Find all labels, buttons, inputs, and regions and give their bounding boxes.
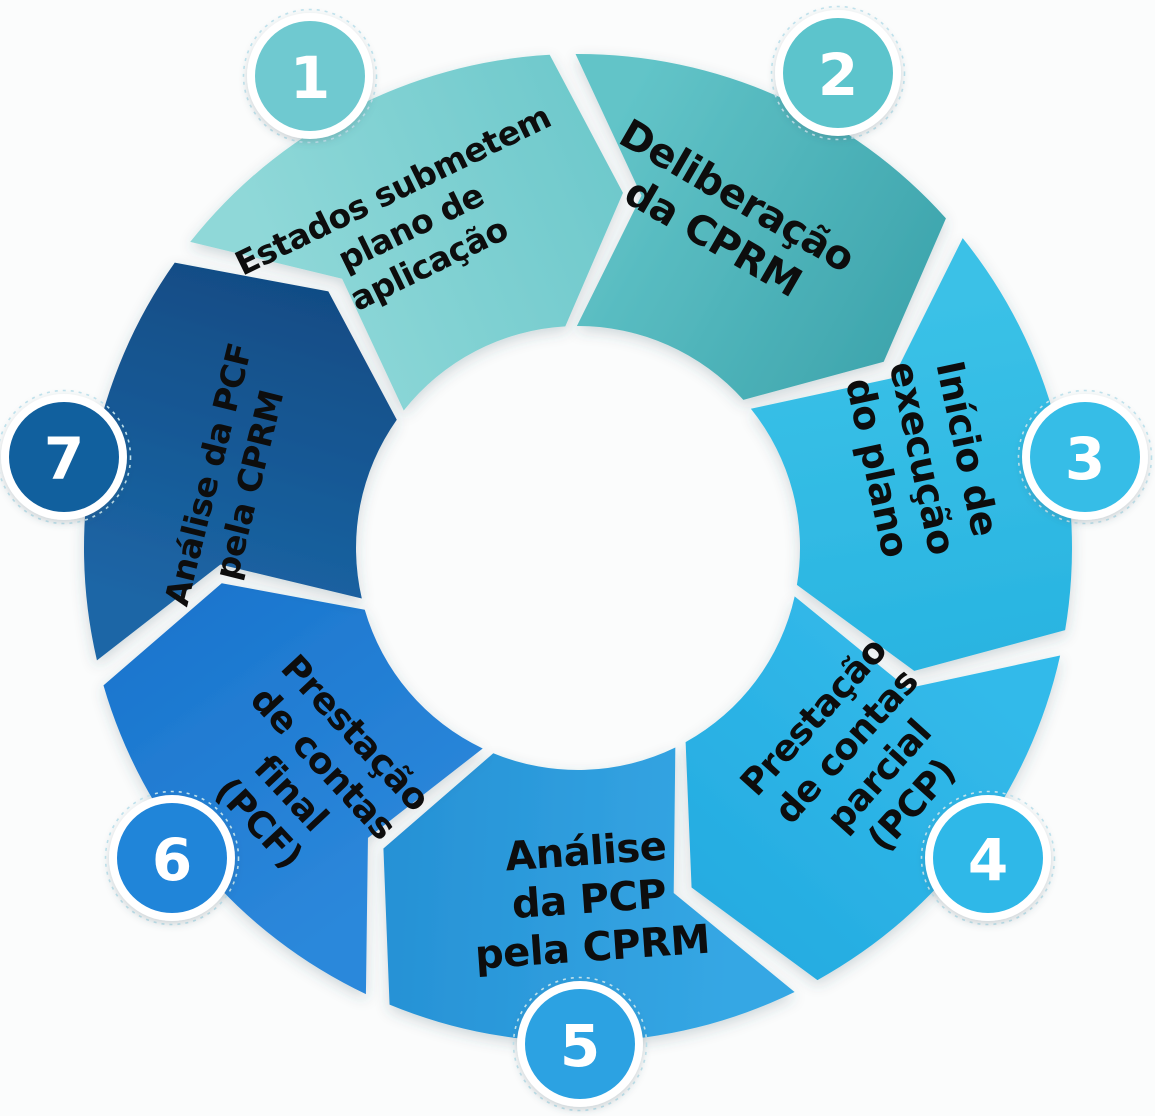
segment-arrow-5: [383, 747, 795, 1043]
step-badge-5: 5: [512, 976, 648, 1112]
badge-disc: [117, 803, 227, 913]
badge-disc: [9, 402, 119, 512]
badges-layer: 1 2 3 4 5 6 7: [0, 5, 1153, 1112]
badge-disc: [783, 18, 893, 128]
badge-dashed-ring: [920, 790, 1056, 926]
segment-arrow-4: [685, 596, 1061, 981]
badge-disc: [255, 21, 365, 131]
badge-disc: [933, 803, 1043, 913]
badge-dashed-ring: [1017, 389, 1153, 525]
segment-arrow-1: [190, 54, 623, 411]
badge-dashed-ring: [770, 5, 906, 141]
step-badge-3: 3: [1017, 389, 1153, 525]
badge-number: 2: [818, 41, 858, 109]
step-badge-6: 6: [104, 790, 240, 926]
segment-arrow-2: [575, 54, 946, 400]
badge-number: 6: [152, 826, 192, 894]
badge-number: 7: [44, 425, 84, 493]
step-badge-2: 2: [770, 5, 906, 141]
badge-dashed-ring: [104, 790, 240, 926]
segment-arrow-6: [103, 583, 483, 995]
badge-disc: [1030, 402, 1140, 512]
badge-number: 4: [968, 826, 1008, 894]
step-badge-1: 1: [242, 8, 378, 144]
segment-arrow-3: [750, 238, 1073, 671]
badge-dashed-ring: [512, 976, 648, 1112]
step-badge-7: 7: [0, 389, 132, 525]
segments-layer: [83, 54, 1073, 1043]
step-badge-4: 4: [920, 790, 1056, 926]
step-label-line: da PCP: [510, 871, 667, 928]
badge-disc: [525, 989, 635, 1099]
badge-dashed-ring: [242, 8, 378, 144]
badge-dashed-ring: [0, 389, 132, 525]
badge-number: 5: [560, 1012, 600, 1080]
step-label-line: Análise: [504, 823, 668, 880]
badge-number: 3: [1065, 425, 1105, 493]
badge-number: 1: [290, 44, 330, 112]
segment-arrow-7: [83, 262, 397, 661]
